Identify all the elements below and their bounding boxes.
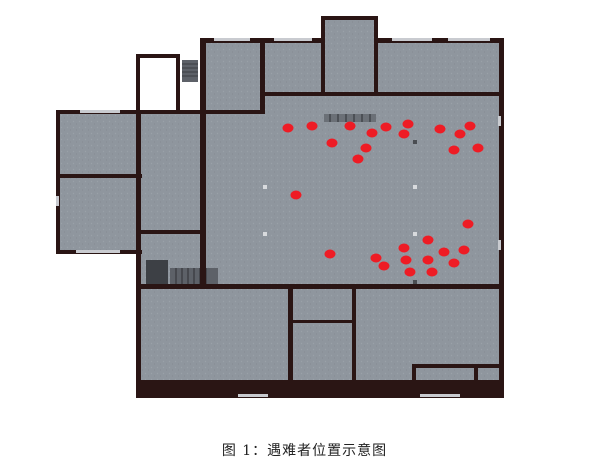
victim-marker: [448, 145, 460, 155]
victim-marker: [380, 122, 392, 132]
figure-caption: 图 1：遇难者位置示意图: [221, 443, 388, 459]
stair-north-hall-treads: [329, 114, 371, 122]
victim-marker: [398, 129, 410, 139]
victim-markers: [282, 119, 484, 277]
victim-marker: [370, 253, 382, 263]
windows: [56, 38, 501, 397]
victim-marker: [422, 255, 434, 265]
victim-marker: [326, 138, 338, 148]
victim-marker: [434, 124, 446, 134]
stair-north-hall: [324, 114, 376, 122]
victim-marker: [366, 128, 378, 138]
victim-marker: [458, 245, 470, 255]
stair-north-treads: [182, 63, 198, 77]
floor-north-rooms: [202, 42, 502, 114]
floor-areas: [58, 18, 502, 396]
victim-marker: [306, 121, 318, 131]
columns: [263, 140, 417, 284]
victim-marker: [472, 143, 484, 153]
victim-marker: [378, 261, 390, 271]
floor-south-rooms: [140, 286, 502, 396]
victim-marker: [324, 249, 336, 259]
floor-plan: [56, 16, 504, 398]
victim-marker: [400, 255, 412, 265]
victim-marker: [448, 258, 460, 268]
floor-west-wing: [58, 112, 144, 252]
victim-marker: [422, 235, 434, 245]
victim-marker: [454, 129, 466, 139]
walls: [56, 16, 504, 398]
victim-marker: [464, 121, 476, 131]
victim-marker: [344, 121, 356, 131]
floor-tower: [321, 18, 377, 48]
stair-north: [182, 60, 198, 82]
victim-marker: [426, 267, 438, 277]
floor-main-hall: [202, 112, 502, 288]
victim-marker: [398, 243, 410, 253]
victim-marker: [462, 219, 474, 229]
victim-marker: [360, 143, 372, 153]
victim-marker: [290, 190, 302, 200]
victim-marker: [402, 119, 414, 129]
stair-southwest: [146, 260, 168, 284]
victim-marker: [352, 154, 364, 164]
victim-marker: [438, 247, 450, 257]
floor-west-center: [140, 112, 206, 236]
victim-marker: [404, 267, 416, 277]
victim-marker: [282, 123, 294, 133]
